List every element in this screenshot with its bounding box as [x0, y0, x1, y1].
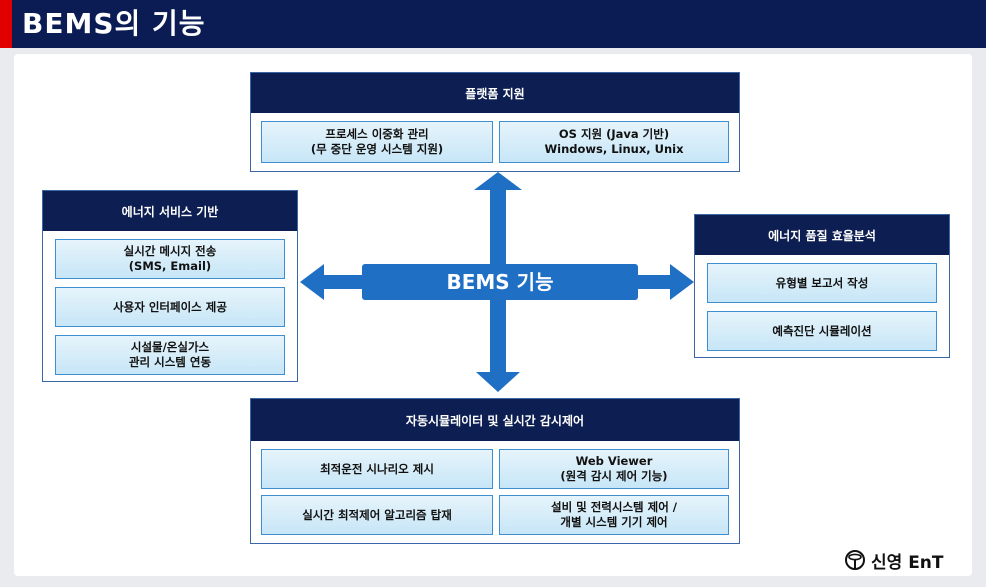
center-label: BEMS 기능 [446, 270, 554, 294]
module-energy-service-title: 에너지 서비스 기반 [43, 191, 297, 231]
item-line: (SMS, Email) [128, 259, 212, 273]
arrow-right-icon [638, 264, 694, 300]
energy-service-item-messaging[interactable]: 실시간 메시지 전송 (SMS, Email) [55, 239, 285, 279]
module-platform: 플랫폼 지원 프로세스 이중화 관리 (무 중단 운영 시스템 지원) OS 지… [250, 72, 740, 172]
item-line: 최적운전 시나리오 제시 [320, 461, 434, 476]
module-automation-title: 자동시뮬레이터 및 실시간 감시제어 [251, 399, 739, 441]
module-automation: 자동시뮬레이터 및 실시간 감시제어 최적운전 시나리오 제시 Web View… [250, 398, 740, 544]
company-logo: 신영 EnT [844, 548, 944, 573]
platform-item-os-support[interactable]: OS 지원 (Java 기반) Windows, Linux, Unix [499, 121, 729, 163]
module-platform-title: 플랫폼 지원 [251, 73, 739, 113]
item-line: 설비 및 전력시스템 제어 / [550, 500, 677, 514]
item-line: OS 지원 (Java 기반) [558, 127, 670, 141]
energy-service-item-facility-integration[interactable]: 시설물/온실가스 관리 시스템 연동 [55, 335, 285, 375]
arrow-up-icon [474, 172, 522, 265]
item-line: Web Viewer [575, 454, 653, 468]
automation-item-control-algorithm[interactable]: 실시간 최적제어 알고리즘 탑재 [261, 495, 493, 535]
energy-service-item-user-interface[interactable]: 사용자 인터페이스 제공 [55, 287, 285, 327]
automation-item-equipment-control[interactable]: 설비 및 전력시스템 제어 / 개별 시스템 기기 제어 [499, 495, 729, 535]
item-line: Windows, Linux, Unix [544, 142, 684, 156]
item-line: 사용자 인터페이스 제공 [113, 299, 227, 314]
item-line: 관리 시스템 연동 [128, 355, 212, 369]
module-energy-quality: 에너지 품질 효율분석 유형별 보고서 작성 예측진단 시뮬레이션 [694, 214, 950, 358]
platform-item-process-redundancy[interactable]: 프로세스 이중화 관리 (무 중단 운영 시스템 지원) [261, 121, 493, 163]
item-line: 유형별 보고서 작성 [775, 275, 869, 290]
item-line: 개별 시스템 기기 제어 [560, 515, 668, 529]
company-emblem-icon [845, 550, 865, 570]
item-line: 프로세스 이중화 관리 [325, 127, 429, 141]
arrow-left-icon [300, 264, 362, 300]
slide-header: BEMS의 기능 [0, 0, 986, 48]
item-line: 실시간 메시지 전송 [123, 244, 217, 258]
item-line: 예측진단 시뮬레이션 [772, 323, 872, 338]
header-accent-bar [0, 0, 12, 48]
automation-item-web-viewer[interactable]: Web Viewer (원격 감시 제어 기능) [499, 449, 729, 489]
energy-quality-item-simulation[interactable]: 예측진단 시뮬레이션 [707, 311, 937, 351]
item-line: 시설물/온실가스 [130, 340, 210, 354]
module-energy-service: 에너지 서비스 기반 실시간 메시지 전송 (SMS, Email) 사용자 인… [42, 190, 298, 382]
item-line: 실시간 최적제어 알고리즘 탑재 [302, 507, 452, 522]
item-line: (원격 감시 제어 기능) [560, 469, 668, 483]
automation-item-optimal-scenario[interactable]: 최적운전 시나리오 제시 [261, 449, 493, 489]
company-name: 신영 EnT [871, 552, 944, 573]
module-energy-quality-title: 에너지 품질 효율분석 [695, 215, 949, 255]
item-line: (무 중단 운영 시스템 지원) [310, 142, 444, 156]
slide-title: BEMS의 기능 [22, 7, 206, 40]
energy-quality-item-report[interactable]: 유형별 보고서 작성 [707, 263, 937, 303]
arrow-down-icon [476, 300, 520, 392]
center-hub [362, 264, 638, 300]
